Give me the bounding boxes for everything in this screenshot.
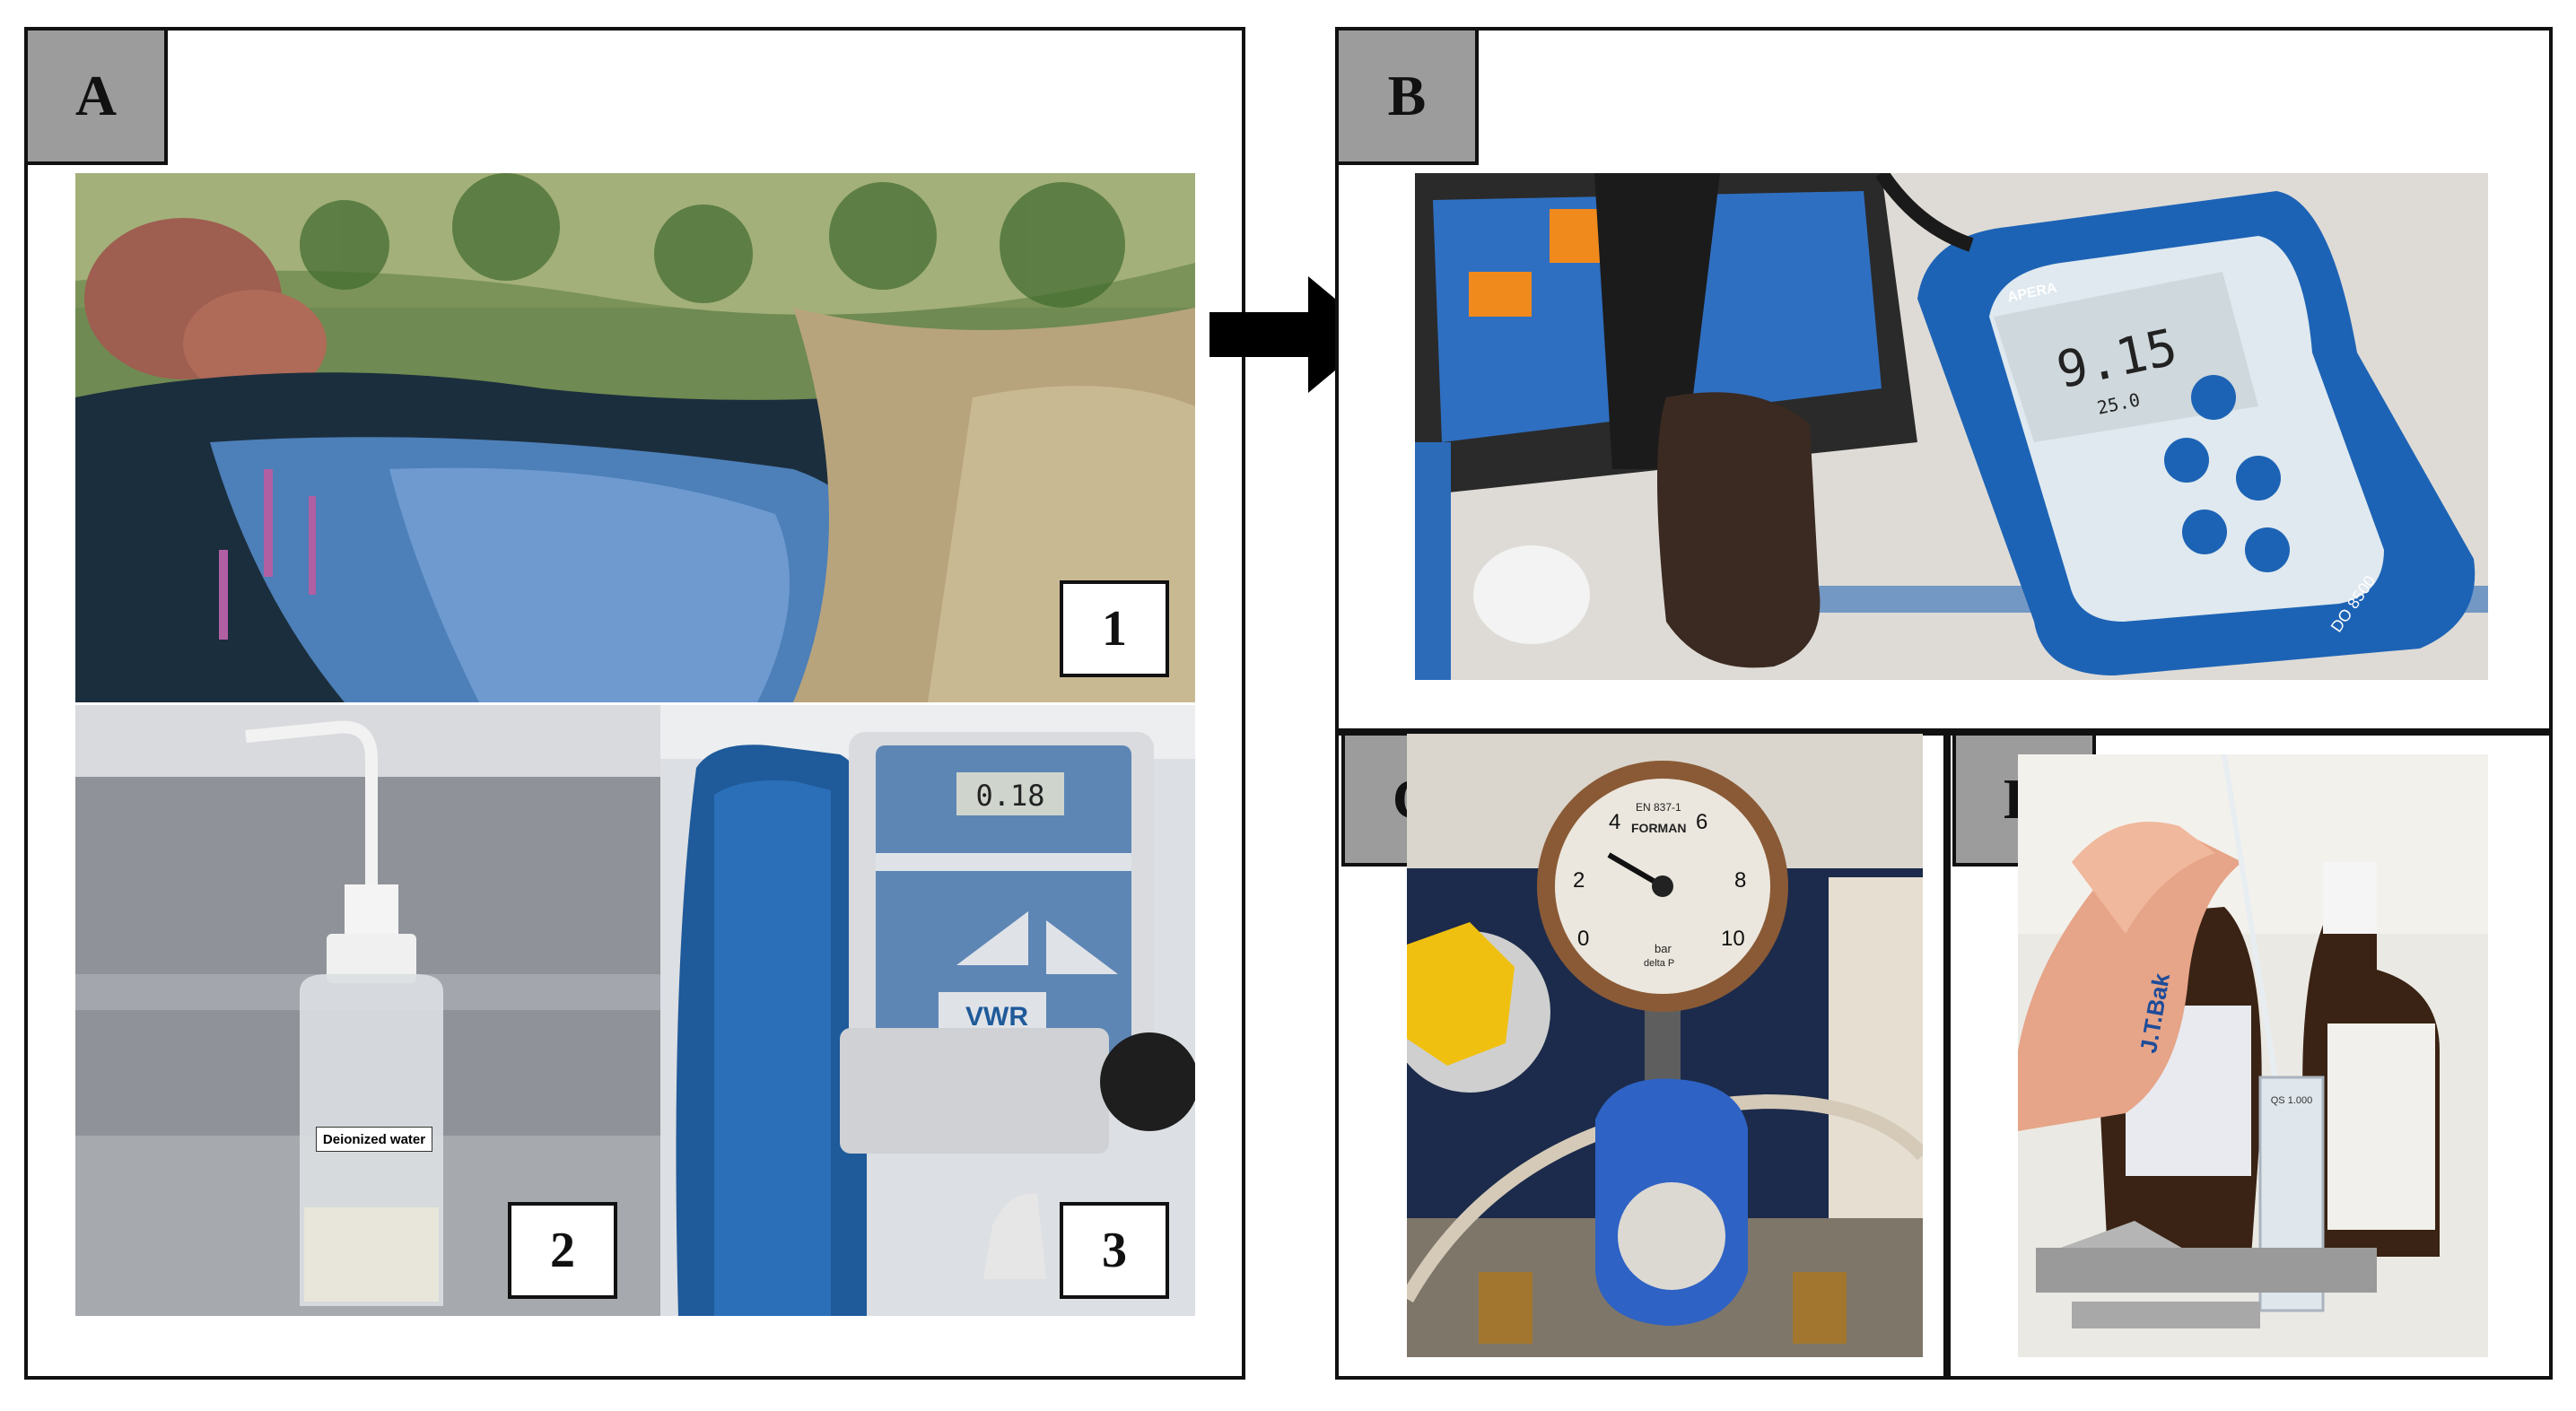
stream-photo [75, 173, 1195, 702]
gauge-sub: delta P [1644, 958, 1675, 969]
gauge-standard: EN 837-1 [1636, 801, 1681, 814]
bottle-label: Deionized water [316, 1127, 432, 1152]
panel-b-label: B [1335, 27, 1479, 165]
gauge-scale-4: 4 [1609, 810, 1621, 834]
purifier-brand: VWR [965, 1001, 1028, 1032]
panel-a-label: A [24, 27, 168, 165]
cuvette-text: QS 1.000 [2270, 1095, 2313, 1106]
photo-number-2: 2 [508, 1202, 617, 1299]
photo-number-3: 3 [1060, 1202, 1169, 1299]
pressure-gauge-photo: FORMAN EN 837-1 bar delta P 0 2 4 6 8 10 [1407, 734, 1923, 1357]
gauge-unit: bar [1655, 942, 1672, 955]
purifier-display: 0.18 [975, 779, 1045, 813]
gauge-scale-6: 6 [1696, 810, 1708, 834]
gauge-scale-2: 2 [1573, 868, 1585, 893]
gauge-scale-10: 10 [1721, 927, 1745, 951]
gauge-scale-8: 8 [1734, 868, 1747, 893]
gauge-brand: FORMAN [1631, 821, 1687, 835]
do-meter-photo: APERA 9.15 25.0 DO 8500 [1415, 173, 2488, 680]
water-purifier-photo: 0.18 VWR [660, 705, 1195, 1316]
photo-number-1: 1 [1060, 580, 1169, 677]
cuvette-photo: J.T.Bak QS 1.000 [2018, 754, 2488, 1357]
gauge-scale-0: 0 [1577, 927, 1590, 951]
